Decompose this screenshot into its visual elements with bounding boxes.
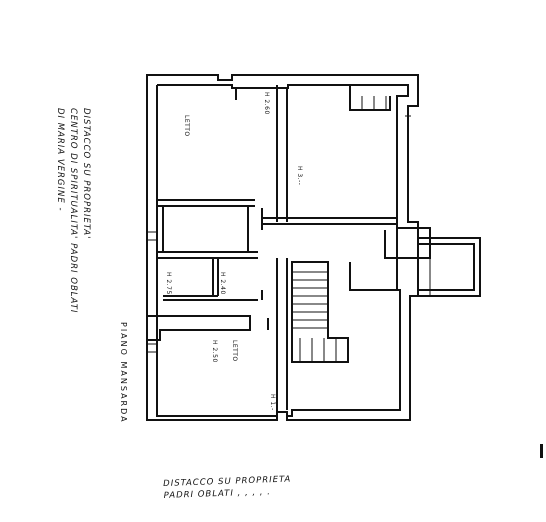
door-stub-2 <box>261 290 269 330</box>
room-name-top-left: LETTO <box>183 115 190 137</box>
room-height-bottom-extra: H 1.- <box>269 394 276 411</box>
center-wall-lower <box>276 258 288 412</box>
plan-walls <box>146 74 481 421</box>
side-note-line: DI MARIA VERGINE - <box>55 108 65 212</box>
outer-wall-inner <box>156 84 409 417</box>
side-note: DISTACCO SU PROPRIETA' CENTRO DI SPIRITU… <box>53 108 92 313</box>
room-height-middle-left: H 2.75 <box>165 272 172 295</box>
bottom-note: DISTACCO SU PROPRIETA PADRI OBLATI , , ,… <box>163 474 292 502</box>
side-note-line: CENTRO DI SPIRITUALITA' PADRI OBLATI <box>68 108 78 314</box>
stair-outline <box>291 261 349 363</box>
floor-label: PIANO MANSARDA <box>119 322 128 424</box>
room-height-small: H 2.40 <box>219 272 226 295</box>
room-height-top-left: H 2.60 <box>263 92 270 115</box>
lower-room-top-wall <box>147 315 251 341</box>
stair-treads <box>292 96 431 362</box>
room-height-bottom-left: H 2.50 <box>211 340 218 363</box>
small-room-wall <box>163 258 258 301</box>
window-marks <box>147 115 411 353</box>
door-stub-1 <box>235 88 263 230</box>
center-wall <box>276 85 288 222</box>
room-name-bottom-left: LETTO <box>231 340 238 362</box>
room-height-top-right: H 3.-- <box>296 166 303 186</box>
side-note-line: DISTACCO SU PROPRIETA' <box>81 108 91 240</box>
mid-wall-lower <box>157 251 258 259</box>
balcony <box>418 237 481 297</box>
top-right-notch <box>349 85 391 111</box>
edge-mark <box>540 444 543 458</box>
wardrobe-box <box>162 205 249 253</box>
